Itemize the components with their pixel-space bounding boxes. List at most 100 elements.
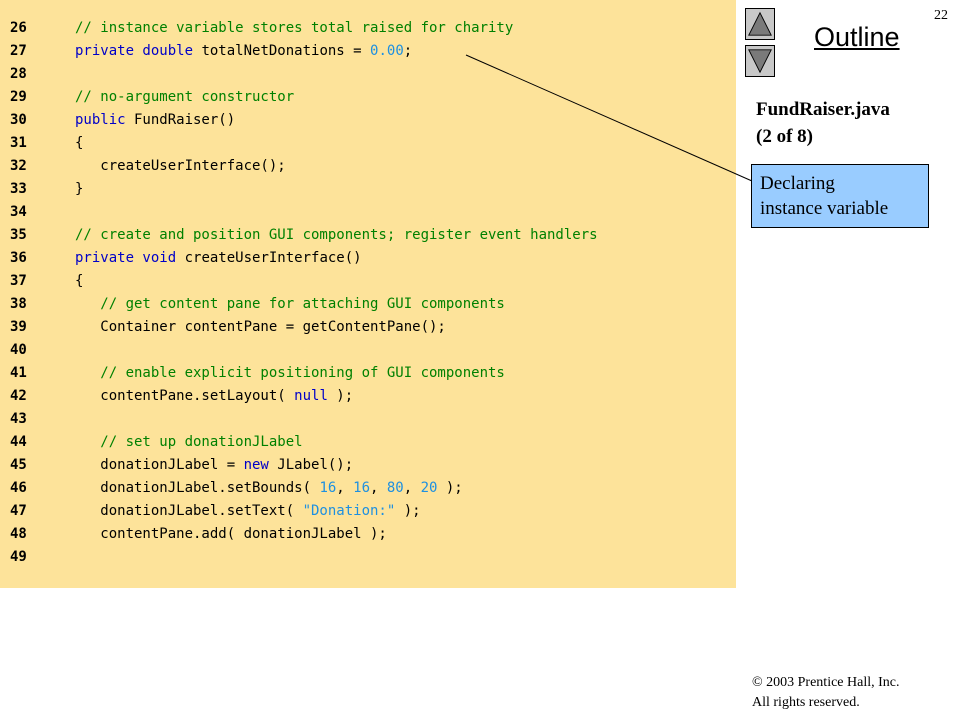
code-token: ,	[370, 480, 387, 496]
line-number: 42	[10, 388, 27, 404]
code-text: private double totalNetDonations = 0.00;	[75, 40, 412, 63]
line-number: 33	[10, 181, 27, 197]
code-token: createUserInterface();	[75, 158, 286, 174]
code-token: 16	[353, 480, 371, 496]
code-token: }	[75, 181, 84, 197]
code-token: contentPane.add( donationJLabel );	[75, 526, 387, 542]
code-line: 38 // get content pane for attaching GUI…	[0, 293, 736, 316]
code-token: 0.00	[370, 43, 404, 59]
code-line: 48 contentPane.add( donationJLabel );	[0, 523, 736, 546]
code-token: // enable explicit positioning of GUI co…	[75, 365, 505, 381]
line-number: 41	[10, 365, 27, 381]
code-token: createUserInterface()	[176, 250, 362, 266]
code-token: // no-argument constructor	[75, 89, 295, 105]
previous-slide-button[interactable]	[745, 8, 775, 40]
code-token: // get content pane for attaching GUI co…	[75, 296, 505, 312]
code-text: private void createUserInterface()	[75, 247, 362, 270]
code-token: private void	[75, 250, 177, 266]
code-token: FundRaiser()	[125, 112, 236, 128]
code-text: // no-argument constructor	[75, 86, 294, 109]
code-line: 45 donationJLabel = new JLabel();	[0, 454, 736, 477]
code-token: "Donation:"	[302, 503, 396, 519]
line-number: 31	[10, 135, 27, 151]
code-token: private double	[75, 43, 194, 59]
code-line: 49	[0, 546, 736, 569]
code-line: 42 contentPane.setLayout( null );	[0, 385, 736, 408]
copyright-line: © 2003 Prentice Hall, Inc.	[752, 675, 900, 690]
line-number: 38	[10, 296, 27, 312]
line-number: 46	[10, 480, 27, 496]
code-line: 34	[0, 201, 736, 224]
code-text: // get content pane for attaching GUI co…	[75, 293, 505, 316]
code-text: donationJLabel = new JLabel();	[75, 454, 353, 477]
code-token: 80	[386, 480, 404, 496]
code-line: 31 {	[0, 132, 736, 155]
code-token: );	[437, 480, 463, 496]
code-line: 35 // create and position GUI components;…	[0, 224, 736, 247]
page-number: 22	[934, 8, 948, 23]
line-number: 44	[10, 434, 27, 450]
file-name: FundRaiser.java	[756, 99, 890, 120]
line-number: 43	[10, 411, 27, 427]
code-line: 28	[0, 63, 736, 86]
code-token: // instance variable stores total raised…	[75, 20, 514, 36]
code-line: 47 donationJLabel.setText( "Donation:" )…	[0, 500, 736, 523]
line-number: 28	[10, 66, 27, 82]
code-token: JLabel();	[268, 457, 354, 473]
line-number: 40	[10, 342, 27, 358]
code-token: ,	[403, 480, 421, 496]
line-number: 36	[10, 250, 27, 266]
code-text: // set up donationJLabel	[75, 431, 303, 454]
code-token: donationJLabel =	[75, 457, 244, 473]
copyright: © 2003 Prentice Hall, Inc. All rights re…	[752, 673, 900, 713]
line-number: 39	[10, 319, 27, 335]
code-line: 44 // set up donationJLabel	[0, 431, 736, 454]
code-text: {	[75, 132, 83, 155]
code-token: );	[395, 503, 421, 519]
code-text: donationJLabel.setBounds( 16, 16, 80, 20…	[75, 477, 463, 500]
code-text: }	[75, 178, 83, 201]
line-number: 34	[10, 204, 27, 220]
code-line: 33}	[0, 178, 736, 201]
callout-box: Declaring instance variable	[751, 164, 929, 228]
line-number: 37	[10, 273, 27, 289]
line-number: 49	[10, 549, 27, 565]
code-line: 41 // enable explicit positioning of GUI…	[0, 362, 736, 385]
code-token: donationJLabel.setText(	[75, 503, 303, 519]
code-line: 36 private void createUserInterface()	[0, 247, 736, 270]
code-token: 20	[420, 480, 438, 496]
code-text: contentPane.setLayout( null );	[75, 385, 353, 408]
code-text: // create and position GUI components; r…	[75, 224, 598, 247]
line-number: 26	[10, 20, 27, 36]
code-line: 46 donationJLabel.setBounds( 16, 16, 80,…	[0, 477, 736, 500]
code-line: 37 {	[0, 270, 736, 293]
code-token: null	[294, 388, 328, 404]
callout-line: instance variable	[760, 198, 889, 219]
line-number: 32	[10, 158, 27, 174]
code-line: 32 createUserInterface();	[0, 155, 736, 178]
code-text: {	[75, 270, 83, 293]
code-token: // set up donationJLabel	[75, 434, 303, 450]
line-number: 30	[10, 112, 27, 128]
code-token: );	[327, 388, 354, 404]
code-token: Container contentPane = getContentPane()…	[75, 319, 446, 335]
code-text: createUserInterface();	[75, 155, 286, 178]
outline-title: Outline	[814, 22, 900, 52]
line-number: 35	[10, 227, 27, 243]
code-line: 27 private double totalNetDonations = 0.0…	[0, 40, 736, 63]
code-text: donationJLabel.setText( "Donation:" );	[75, 500, 421, 523]
code-text: public FundRaiser()	[75, 109, 235, 132]
callout-line: Declaring	[760, 173, 835, 194]
code-line: 43	[0, 408, 736, 431]
code-line: 26 // instance variable stores total rais…	[0, 17, 736, 40]
line-number: 27	[10, 43, 27, 59]
code-token: ,	[336, 480, 354, 496]
code-text: // instance variable stores total raised…	[75, 17, 513, 40]
copyright-line: All rights reserved.	[752, 695, 860, 710]
code-line: 30 public FundRaiser()	[0, 109, 736, 132]
line-number: 47	[10, 503, 27, 519]
code-token: {	[75, 135, 84, 151]
line-number: 48	[10, 526, 27, 542]
next-slide-button[interactable]	[745, 45, 775, 77]
